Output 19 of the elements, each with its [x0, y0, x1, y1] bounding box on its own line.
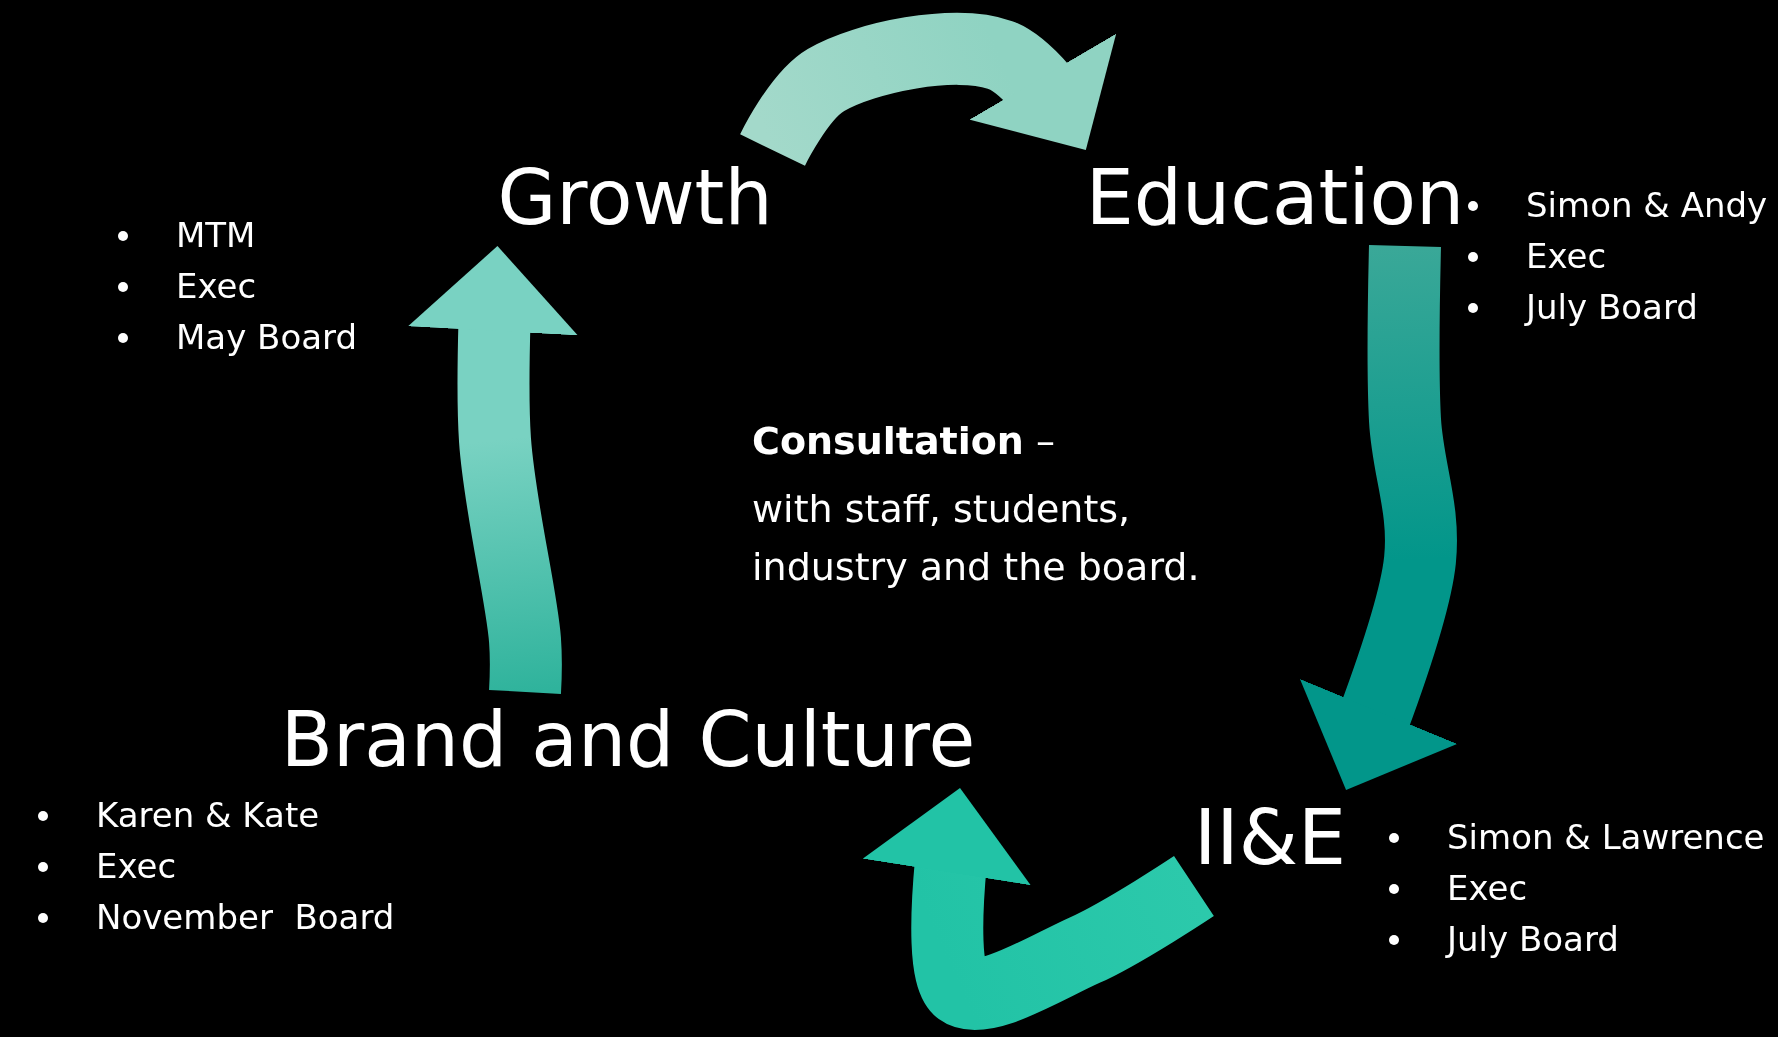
bullet-item: November Board [96, 896, 395, 939]
bullet-item: July Board [1526, 286, 1698, 329]
stage-label: II&E [1193, 790, 1347, 886]
bullet-item: Karen & Kate [96, 794, 320, 837]
bullet-item: Simon & Lawrence [1447, 816, 1765, 859]
center-note: with staff, students, industry and the board. [752, 486, 1201, 591]
center-note: Consultation – [752, 418, 1056, 465]
bullet-item: Simon & Andy [1526, 184, 1768, 227]
bullet-item: Exec [1447, 867, 1528, 910]
bullet-item: MTM [176, 214, 256, 257]
bullet-item: May Board [176, 316, 358, 359]
bullet-item: Exec [96, 845, 177, 888]
bullet-item: Exec [176, 265, 257, 308]
bullet-item: July Board [1447, 918, 1619, 961]
stage-label: Growth [497, 150, 773, 246]
curved-arrow [408, 244, 578, 694]
bullet-item: Exec [1526, 235, 1607, 278]
stage-label: Brand and Culture [280, 692, 976, 788]
stage-label: Education [1085, 150, 1465, 246]
